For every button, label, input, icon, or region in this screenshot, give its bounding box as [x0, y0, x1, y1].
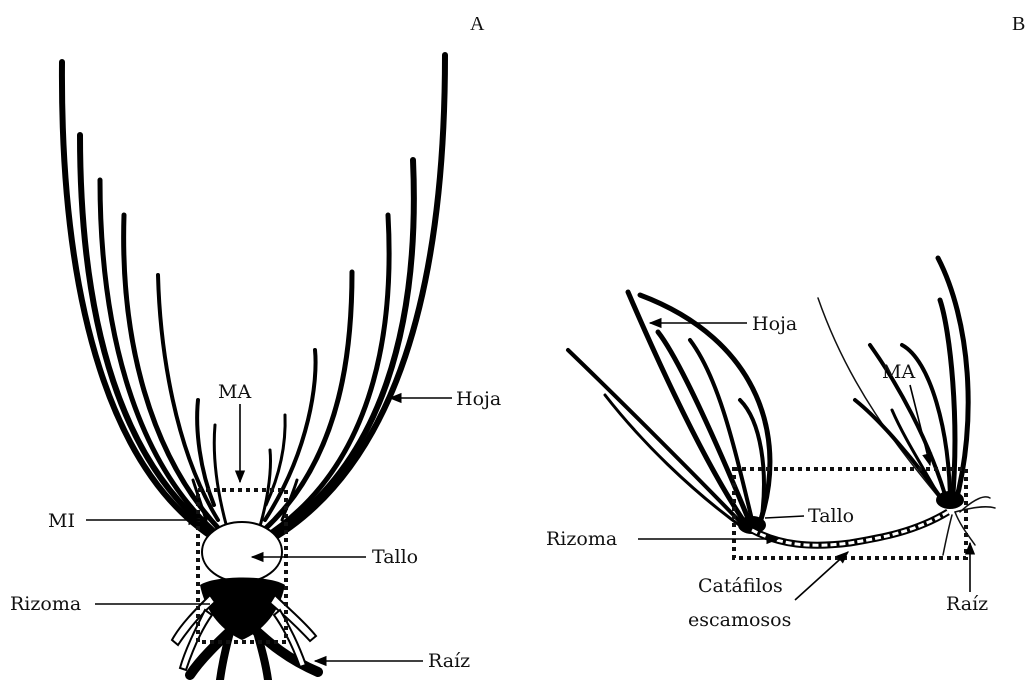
diagram-b-left-tuft [568, 292, 770, 530]
diagram-a-right-leaves [262, 55, 445, 545]
diagram-a-label-hoja: Hoja [456, 388, 501, 410]
diagram-a-label-rizoma: Rizoma [10, 593, 81, 615]
diagram-b-label-hoja: Hoja [752, 313, 797, 335]
diagram-a-label-tallo: Tallo [372, 546, 418, 568]
diagram-b-label-raiz: Raíz [946, 593, 988, 615]
diagram-b-arrow-tallo [765, 516, 804, 518]
diagram-a-rhizome [200, 578, 285, 641]
diagram-a-label-mi: MI [48, 510, 75, 532]
diagram-b-label-ma: MA [882, 361, 915, 383]
diagram-b-label-tallo: Tallo [808, 505, 854, 527]
diagram-a-label-raiz: Raíz [428, 650, 470, 672]
diagram-a-label-ma: MA [218, 381, 251, 403]
diagram-b-label-catafilos-2: escamosos [688, 609, 791, 631]
diagram-a-left-leaves [62, 62, 225, 545]
diagram-b-label-rizoma: Rizoma [546, 528, 617, 550]
panel-a-letter: A [470, 13, 485, 35]
diagram-a-stem [202, 522, 282, 582]
diagram-b: Hoja MA Tallo Rizoma Catáfilos escamosos… [546, 258, 995, 631]
diagram-b-right-base [936, 491, 964, 509]
diagram-a: MA MI Hoja Tallo Rizoma Raíz [10, 55, 501, 680]
panel-b-letter: B [1012, 13, 1025, 35]
diagram-b-label-catafilos-1: Catáfilos [698, 575, 783, 597]
